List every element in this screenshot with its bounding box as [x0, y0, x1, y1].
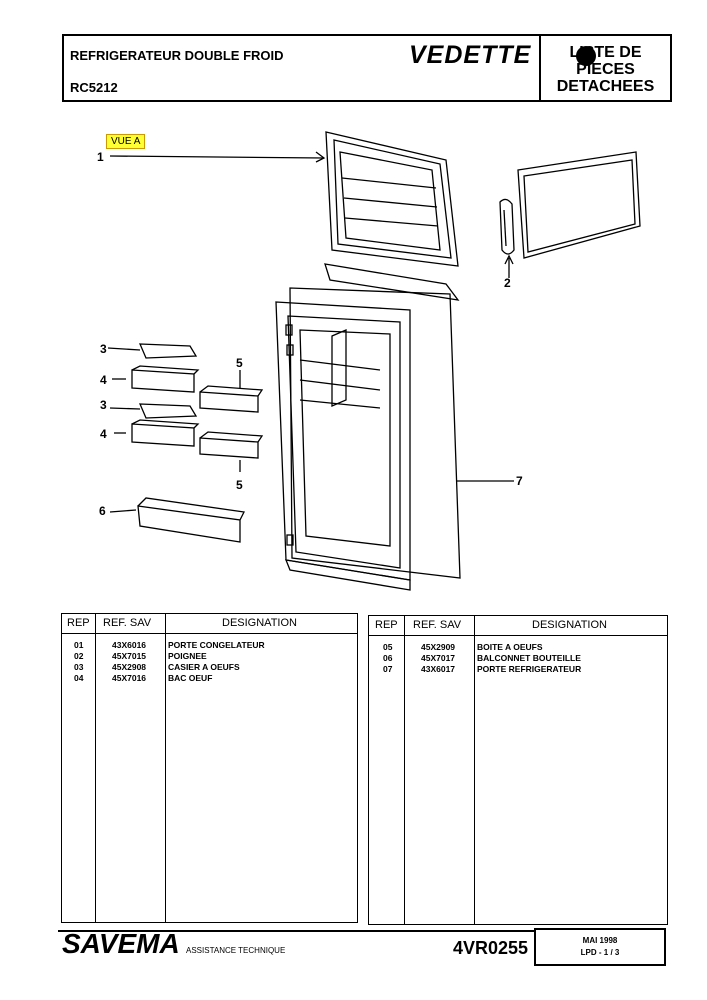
date-page-box: MAI 1998 LPD - 1 / 3	[534, 928, 666, 966]
column-divider	[95, 614, 96, 922]
list-title-line1: LISTE DE	[569, 44, 642, 61]
footer: SAVEMA ASSISTANCE TECHNIQUE 4VR0255 MAI …	[58, 928, 668, 968]
brand-logo-icon	[576, 46, 596, 66]
header-ref: REF. SAV	[103, 617, 152, 629]
brand-name: VEDETTE	[409, 41, 532, 69]
freezer-door	[325, 131, 459, 267]
header-designation: DESIGNATION	[532, 619, 607, 631]
company-logo: SAVEMA	[62, 928, 180, 959]
column-divider	[474, 616, 475, 924]
part-ref: 45X7015	[112, 651, 147, 661]
document-title: REFRIGERATEUR DOUBLE FROID	[70, 48, 284, 63]
parts-table-left: REP REF. SAV DESIGNATION 01 43X6016 PORT…	[61, 613, 358, 923]
callout-3-lower: 3	[100, 398, 107, 412]
view-label: VUE A	[106, 134, 146, 149]
part-rep: 02	[74, 651, 84, 661]
part-rep: 01	[74, 640, 84, 650]
part-designation: BAC OEUF	[168, 673, 213, 683]
bottle-shelf	[137, 497, 245, 543]
part-ref: 43X6017	[421, 664, 456, 674]
callout-2: 2	[504, 276, 511, 290]
header-box: REFRIGERATEUR DOUBLE FROID RC5212 VEDETT…	[62, 34, 672, 102]
fridge-door-outer	[289, 287, 461, 579]
part-rep: 04	[74, 673, 84, 683]
part-designation: PORTE CONGELATEUR	[168, 640, 265, 650]
issue-date: MAI 1998	[582, 936, 618, 945]
callout-5-upper: 5	[236, 356, 243, 370]
exploded-diagram	[107, 131, 641, 591]
footer-rule	[58, 930, 534, 932]
table-header-left: REP REF. SAV DESIGNATION	[62, 614, 357, 634]
egg-bin-lower	[131, 419, 200, 447]
model-number: RC5212	[70, 80, 118, 95]
part-designation: BALCONNET BOUTEILLE	[477, 653, 581, 663]
part-designation: POIGNEE	[168, 651, 207, 661]
part-ref: 45X7017	[421, 653, 456, 663]
parts-table-right: REP REF. SAV DESIGNATION 05 45X2909 BOIT…	[368, 615, 668, 925]
egg-bin-upper	[131, 365, 200, 393]
list-title-box: LISTE DE PIECES DETACHEES	[539, 36, 670, 100]
header-designation: DESIGNATION	[222, 617, 297, 629]
company-subtitle: ASSISTANCE TECHNIQUE	[186, 946, 286, 955]
document-code: 4VR0255	[453, 938, 529, 958]
part-rep: 07	[383, 664, 393, 674]
part-rep: 06	[383, 653, 393, 663]
part-ref: 45X2909	[421, 642, 456, 652]
header-ref: REF. SAV	[413, 619, 462, 631]
part-rep: 05	[383, 642, 393, 652]
part-designation: BOITE A OEUFS	[477, 642, 543, 652]
callout-4-lower: 4	[100, 427, 107, 441]
page-number: LPD - 1 / 3	[580, 948, 620, 957]
callout-5-lower: 5	[236, 478, 243, 492]
egg-tray-lower	[138, 403, 198, 419]
part-designation: CASIER A OEUFS	[168, 662, 240, 672]
part-ref: 45X7016	[112, 673, 147, 683]
part-designation: PORTE REFRIGERATEUR	[477, 664, 582, 674]
egg-box-lower	[199, 431, 264, 459]
callout-1: 1	[97, 150, 104, 164]
header-rep: REP	[67, 617, 90, 629]
callout-3-upper: 3	[100, 342, 107, 356]
egg-tray-upper	[138, 343, 198, 359]
table-header-right: REP REF. SAV DESIGNATION	[369, 616, 667, 636]
part-ref: 45X2908	[112, 662, 147, 672]
list-title-line2: PIECES	[576, 61, 635, 78]
callout-4-upper: 4	[100, 373, 107, 387]
header-rep: REP	[375, 619, 398, 631]
callout-7: 7	[516, 474, 523, 488]
list-title-line3: DETACHEES	[556, 78, 655, 95]
part-ref: 43X6016	[112, 640, 147, 650]
egg-box-upper	[199, 385, 264, 413]
part-rep: 03	[74, 662, 84, 672]
column-divider	[404, 616, 405, 924]
column-divider	[165, 614, 166, 922]
door-handle	[499, 198, 515, 255]
callout-6: 6	[99, 504, 106, 518]
